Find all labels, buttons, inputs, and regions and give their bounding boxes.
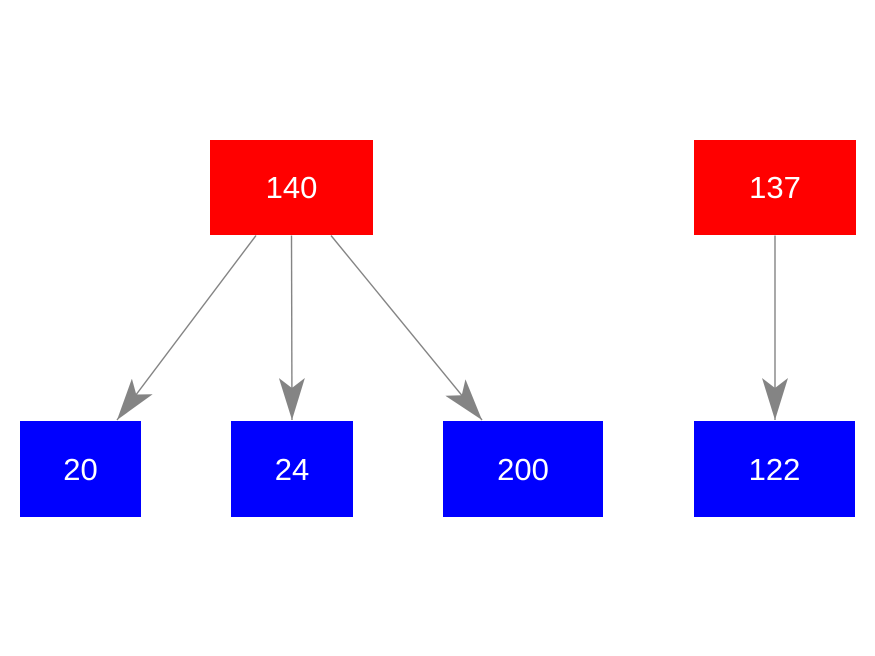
node-label: 20 [63, 451, 98, 487]
node-label: 24 [274, 451, 310, 487]
node-24[interactable]: 24 [231, 421, 353, 517]
node-label: 140 [265, 170, 318, 205]
edge-140-200 [330, 235, 483, 421]
node-label: 122 [748, 451, 801, 487]
node-122[interactable]: 122 [694, 421, 855, 517]
node-20[interactable]: 20 [20, 421, 141, 517]
node-137[interactable]: 137 [694, 140, 856, 235]
node-label: 200 [497, 451, 549, 487]
edge-140-24 [278, 235, 305, 421]
node-200[interactable]: 200 [443, 421, 603, 517]
edge-140-20 [116, 235, 257, 421]
node-label: 137 [749, 170, 801, 205]
node-140[interactable]: 140 [210, 140, 373, 235]
